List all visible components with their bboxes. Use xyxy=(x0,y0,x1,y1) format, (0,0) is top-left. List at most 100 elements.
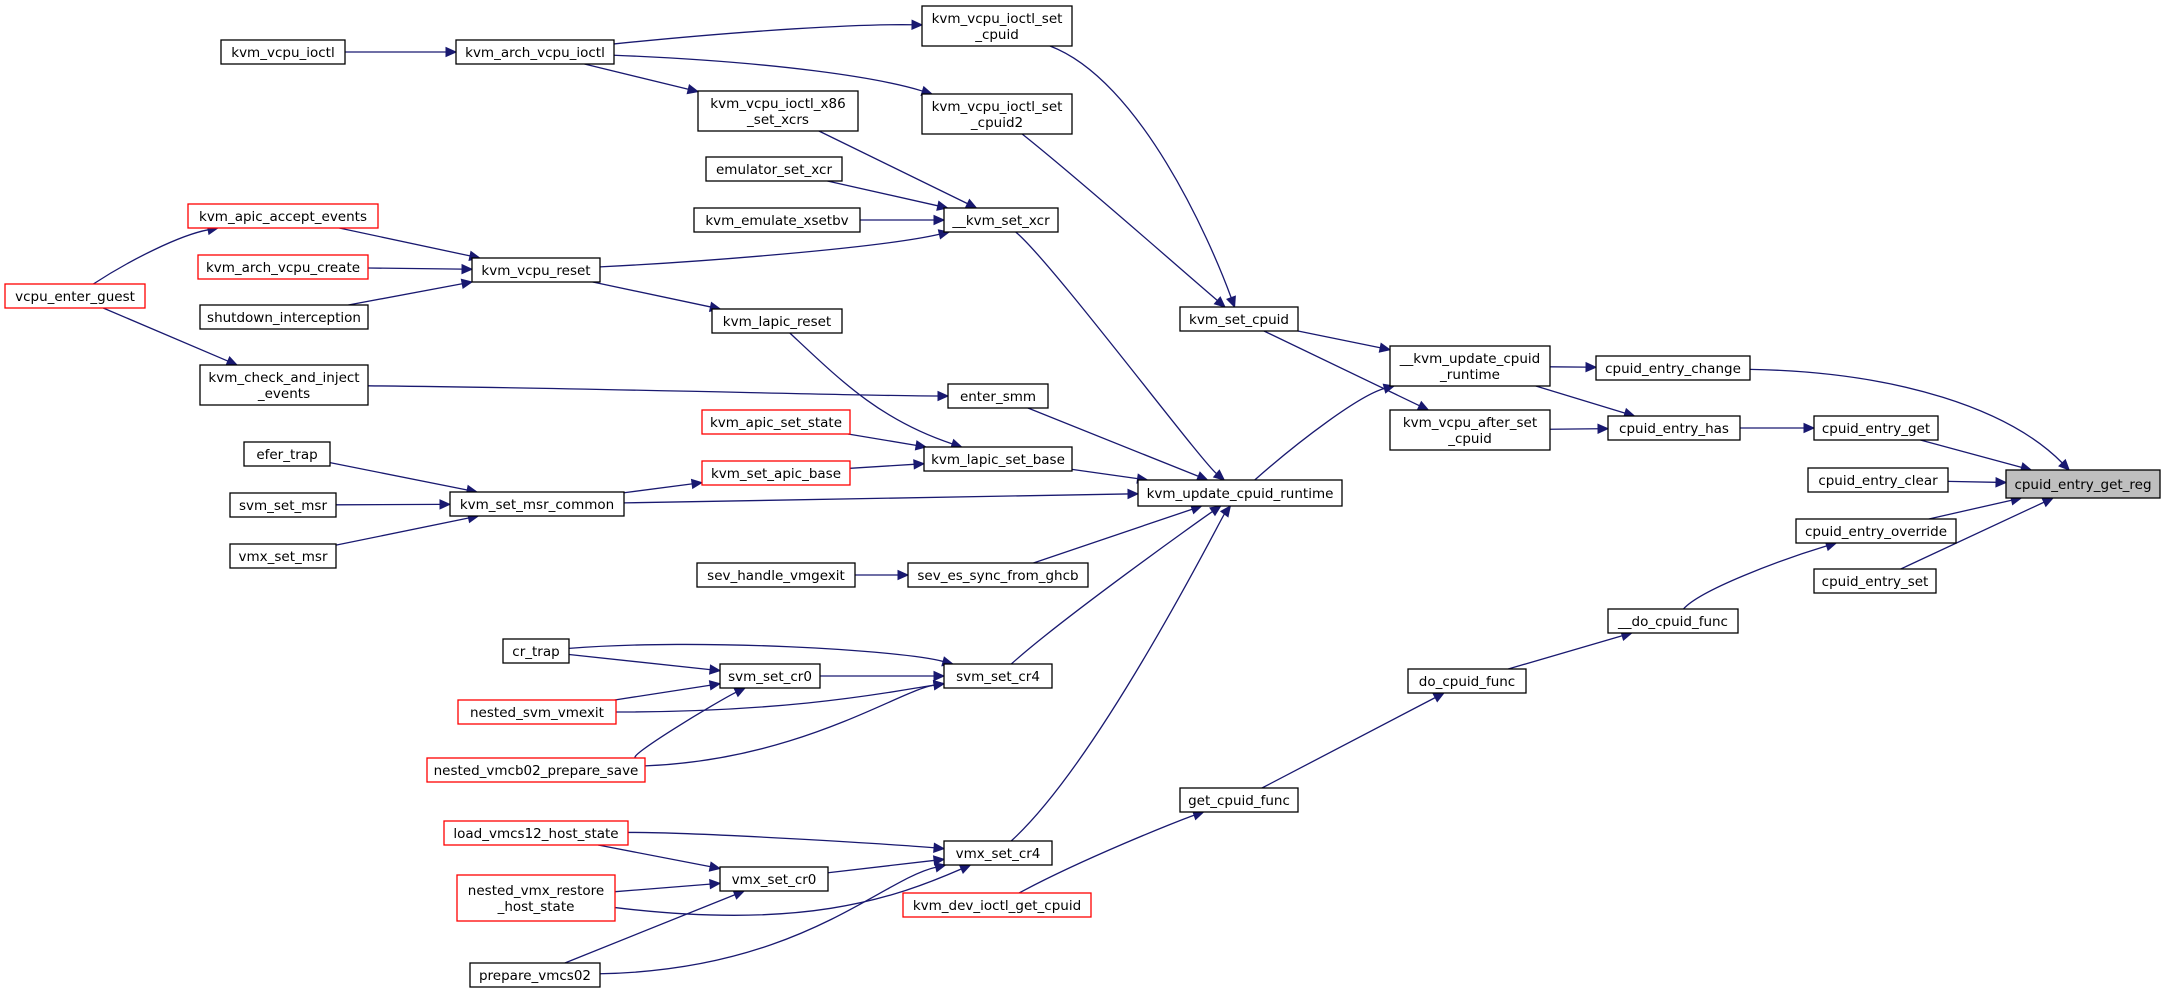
node-box[interactable] xyxy=(719,663,821,689)
node-box[interactable] xyxy=(1813,568,1937,594)
node-box[interactable] xyxy=(1137,479,1343,507)
node-nested_vmcb02_prepare_save[interactable]: nested_vmcb02_prepare_save xyxy=(426,757,646,783)
node-box[interactable] xyxy=(1179,306,1299,332)
node-kvm_lapic_set_base[interactable]: kvm_lapic_set_base xyxy=(923,446,1073,472)
node-box[interactable] xyxy=(4,283,146,309)
node-box[interactable] xyxy=(921,5,1073,47)
node-load_vmcs12_host_state[interactable]: load_vmcs12_host_state xyxy=(443,820,629,846)
node-box[interactable] xyxy=(502,638,570,664)
node-box[interactable] xyxy=(1179,787,1299,813)
node-box[interactable] xyxy=(1389,345,1551,387)
node-box[interactable] xyxy=(697,90,859,132)
node-cpuid_entry_get_reg[interactable]: cpuid_entry_get_reg xyxy=(2005,469,2161,499)
node-box[interactable] xyxy=(943,840,1053,866)
node-cr_trap[interactable]: cr_trap xyxy=(502,638,570,664)
node-box[interactable] xyxy=(199,364,369,406)
node-kvm_vcpu_ioctl[interactable]: kvm_vcpu_ioctl xyxy=(220,39,346,65)
node-box[interactable] xyxy=(923,446,1073,472)
node-__do_cpuid_func[interactable]: __do_cpuid_func xyxy=(1607,608,1739,634)
node-kvm_apic_set_state[interactable]: kvm_apic_set_state xyxy=(701,409,851,435)
node-kvm_apic_accept_events[interactable]: kvm_apic_accept_events xyxy=(187,203,379,229)
node-box[interactable] xyxy=(229,543,337,569)
node-box[interactable] xyxy=(426,757,646,783)
node-box[interactable] xyxy=(187,203,379,229)
node-box[interactable] xyxy=(943,663,1053,689)
node-shutdown_interception[interactable]: shutdown_interception xyxy=(199,304,369,330)
node-box[interactable] xyxy=(1807,467,1949,493)
node-sev_handle_vmgexit[interactable]: sev_handle_vmgexit xyxy=(696,562,856,588)
node-box[interactable] xyxy=(719,866,829,892)
node-sev_es_sync_from_ghcb[interactable]: sev_es_sync_from_ghcb xyxy=(907,562,1089,588)
node-kvm_set_msr_common[interactable]: kvm_set_msr_common xyxy=(449,491,625,517)
node-kvm_set_apic_base[interactable]: kvm_set_apic_base xyxy=(701,460,851,486)
node-kvm_vcpu_ioctl_x86_set_xcrs[interactable]: kvm_vcpu_ioctl_x86_set_xcrs xyxy=(697,90,859,132)
node-do_cpuid_func[interactable]: do_cpuid_func xyxy=(1407,668,1527,694)
node-box[interactable] xyxy=(1813,415,1939,441)
node-kvm_vcpu_ioctl_set_cpuid[interactable]: kvm_vcpu_ioctl_set_cpuid xyxy=(921,5,1073,47)
node-get_cpuid_func[interactable]: get_cpuid_func xyxy=(1179,787,1299,813)
node-kvm_emulate_xsetbv[interactable]: kvm_emulate_xsetbv xyxy=(693,207,861,233)
node-box[interactable] xyxy=(701,460,851,486)
node-efer_trap[interactable]: efer_trap xyxy=(243,441,331,467)
node-box[interactable] xyxy=(1389,409,1551,451)
node-vmx_set_cr0[interactable]: vmx_set_cr0 xyxy=(719,866,829,892)
node-enter_smm[interactable]: enter_smm xyxy=(947,383,1049,409)
node-box[interactable] xyxy=(943,207,1059,233)
node-box[interactable] xyxy=(701,409,851,435)
node-cpuid_entry_get[interactable]: cpuid_entry_get xyxy=(1813,415,1939,441)
node-box[interactable] xyxy=(243,441,331,467)
node-box[interactable] xyxy=(455,39,615,65)
node-box[interactable] xyxy=(456,874,616,922)
node-box[interactable] xyxy=(443,820,629,846)
node-box[interactable] xyxy=(197,254,369,280)
node-box[interactable] xyxy=(1795,518,1957,544)
node-kvm_check_and_inject_events[interactable]: kvm_check_and_inject_events xyxy=(199,364,369,406)
node-kvm_arch_vcpu_create[interactable]: kvm_arch_vcpu_create xyxy=(197,254,369,280)
node-box[interactable] xyxy=(449,491,625,517)
node-box[interactable] xyxy=(705,156,843,182)
node-kvm_vcpu_reset[interactable]: kvm_vcpu_reset xyxy=(471,257,601,283)
node-box[interactable] xyxy=(199,304,369,330)
node-box[interactable] xyxy=(471,257,601,283)
node-prepare_vmcs02[interactable]: prepare_vmcs02 xyxy=(469,962,601,988)
node-cpuid_entry_set[interactable]: cpuid_entry_set xyxy=(1813,568,1937,594)
node-kvm_dev_ioctl_get_cpuid[interactable]: kvm_dev_ioctl_get_cpuid xyxy=(902,892,1092,918)
node-box[interactable] xyxy=(947,383,1049,409)
node-box[interactable] xyxy=(902,892,1092,918)
node-svm_set_cr0[interactable]: svm_set_cr0 xyxy=(719,663,821,689)
node-box[interactable] xyxy=(1407,668,1527,694)
node-kvm_arch_vcpu_ioctl[interactable]: kvm_arch_vcpu_ioctl xyxy=(455,39,615,65)
node-kvm_lapic_reset[interactable]: kvm_lapic_reset xyxy=(711,308,843,334)
node-__kvm_set_xcr[interactable]: __kvm_set_xcr xyxy=(943,207,1059,233)
node-kvm_update_cpuid_runtime[interactable]: kvm_update_cpuid_runtime xyxy=(1137,479,1343,507)
node-kvm_vcpu_after_set_cpuid[interactable]: kvm_vcpu_after_set_cpuid xyxy=(1389,409,1551,451)
node-nested_svm_vmexit[interactable]: nested_svm_vmexit xyxy=(457,699,617,725)
node-kvm_vcpu_ioctl_set_cpuid2[interactable]: kvm_vcpu_ioctl_set_cpuid2 xyxy=(921,93,1073,135)
node-box[interactable] xyxy=(1607,415,1741,441)
node-svm_set_msr[interactable]: svm_set_msr xyxy=(229,492,337,518)
node-kvm_set_cpuid[interactable]: kvm_set_cpuid xyxy=(1179,306,1299,332)
node-box[interactable] xyxy=(711,308,843,334)
node-emulator_set_xcr[interactable]: emulator_set_xcr xyxy=(705,156,843,182)
node-nested_vmx_restore_host_state[interactable]: nested_vmx_restore_host_state xyxy=(456,874,616,922)
node-box[interactable] xyxy=(1607,608,1739,634)
node-box[interactable] xyxy=(2005,469,2161,499)
node-box[interactable] xyxy=(696,562,856,588)
node-box[interactable] xyxy=(229,492,337,518)
node-cpuid_entry_has[interactable]: cpuid_entry_has xyxy=(1607,415,1741,441)
node-cpuid_entry_change[interactable]: cpuid_entry_change xyxy=(1595,355,1751,381)
node-box[interactable] xyxy=(457,699,617,725)
node-box[interactable] xyxy=(921,93,1073,135)
node-box[interactable] xyxy=(693,207,861,233)
node-vcpu_enter_guest[interactable]: vcpu_enter_guest xyxy=(4,283,146,309)
node-vmx_set_msr[interactable]: vmx_set_msr xyxy=(229,543,337,569)
node-box[interactable] xyxy=(1595,355,1751,381)
node-svm_set_cr4[interactable]: svm_set_cr4 xyxy=(943,663,1053,689)
node-box[interactable] xyxy=(469,962,601,988)
node-vmx_set_cr4[interactable]: vmx_set_cr4 xyxy=(943,840,1053,866)
node-box[interactable] xyxy=(220,39,346,65)
node-cpuid_entry_clear[interactable]: cpuid_entry_clear xyxy=(1807,467,1949,493)
node-cpuid_entry_override[interactable]: cpuid_entry_override xyxy=(1795,518,1957,544)
node-__kvm_update_cpuid_runtime[interactable]: __kvm_update_cpuid_runtime xyxy=(1389,345,1551,387)
node-box[interactable] xyxy=(907,562,1089,588)
